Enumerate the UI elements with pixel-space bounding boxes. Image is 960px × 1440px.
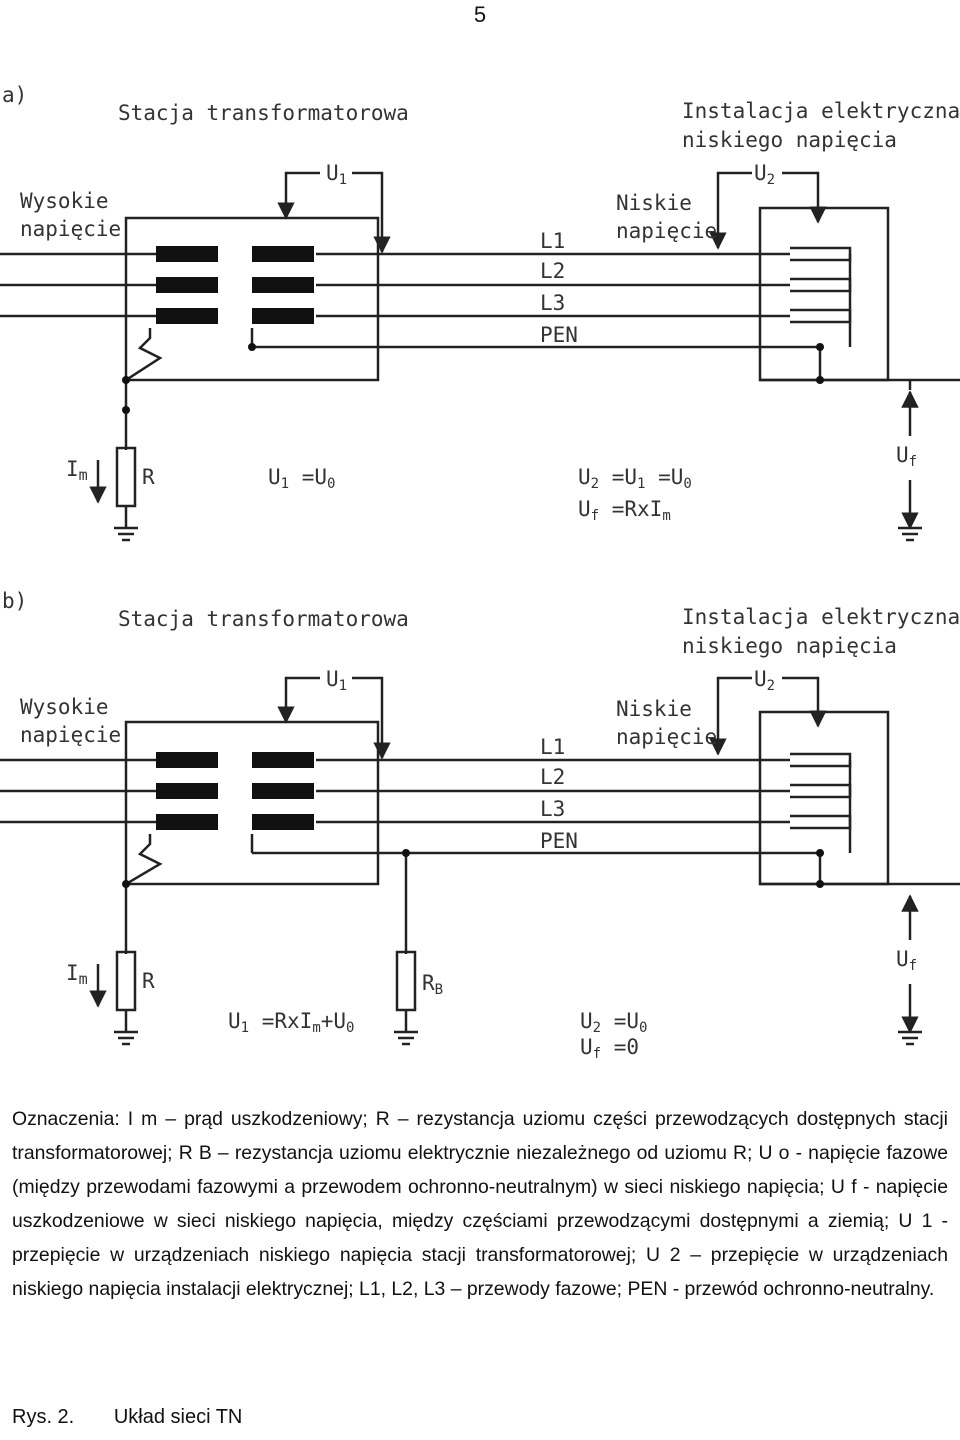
lv-label-b2: napięcie [616, 725, 717, 749]
r-label-b: R [142, 969, 155, 993]
lv-label-a1: Niskie [616, 191, 692, 215]
installation-title-a1: Instalacja elektryczna [682, 99, 960, 123]
line-pen-b: PEN [540, 829, 578, 853]
eq2-a: U2 =U1 =U0 [578, 465, 692, 492]
line-l3-b: L3 [540, 797, 565, 821]
transformer-b [122, 752, 824, 888]
caption-label: Rys. 2. [12, 1406, 75, 1428]
line-l3-a: L3 [540, 291, 565, 315]
uf-label-b: Uf [896, 947, 917, 974]
legend: Oznaczenia: I m – prąd uszkodzeniowy; R … [12, 1102, 948, 1306]
line-l1-a: L1 [540, 229, 565, 253]
im-label-b: Im [66, 961, 88, 988]
page-number: 5 [473, 2, 487, 27]
line-l2-b: L2 [540, 765, 565, 789]
rb-label-b: RB [422, 971, 443, 998]
line-l2-a: L2 [540, 259, 565, 283]
hv-label-a1: Wysokie [20, 189, 109, 213]
caption-title: Układ sieci TN [113, 1406, 243, 1428]
hv-label-b1: Wysokie [20, 695, 109, 719]
installation-title-a2: niskiego napięcia [682, 128, 897, 152]
installation-title-b1: Instalacja elektryczna [682, 605, 960, 629]
figure-caption: Rys. 2. Układ sieci TN [12, 1406, 276, 1429]
im-label-a: Im [66, 457, 88, 484]
station-box-a [124, 216, 380, 382]
u2-label-a: U2 [754, 161, 775, 188]
legend-text: Oznaczenia: I m – prąd uszkodzeniowy; R … [12, 1108, 948, 1300]
transformer-a [122, 246, 824, 414]
u2-label-b: U2 [754, 667, 775, 694]
lv-label-b1: Niskie [616, 697, 692, 721]
installation-box-a [758, 206, 890, 382]
diagram-b [0, 676, 960, 1046]
eq3-b: Uf =0 [580, 1035, 639, 1062]
label-b: b) [2, 589, 27, 613]
line-l1-b: L1 [540, 735, 565, 759]
u1-label-b: U1 [326, 667, 347, 694]
hv-label-a2: napięcie [20, 217, 121, 241]
label-a: a) [2, 83, 27, 107]
eq3-a: Uf =RxIm [578, 497, 671, 524]
station-title-a: Stacja transformatorowa [118, 101, 409, 125]
station-title-b: Stacja transformatorowa [118, 607, 409, 631]
eq1-b: U1 =RxIm+U0 [228, 1009, 354, 1036]
tn-network-diagrams: a) Stacja transformatorowa Instalacja el… [0, 83, 960, 1062]
lv-label-a2: napięcie [616, 219, 717, 243]
diagram-a [0, 171, 960, 542]
installation-title-b2: niskiego napięcia [682, 634, 897, 658]
eq1-a: U1 =U0 [268, 465, 335, 492]
u1-label-a: U1 [326, 161, 347, 188]
line-pen-a: PEN [540, 323, 578, 347]
hv-label-b2: napięcie [20, 723, 121, 747]
r-label-a: R [142, 465, 155, 489]
eq2-b: U2 =U0 [580, 1009, 647, 1036]
uf-label-a: Uf [896, 443, 917, 470]
